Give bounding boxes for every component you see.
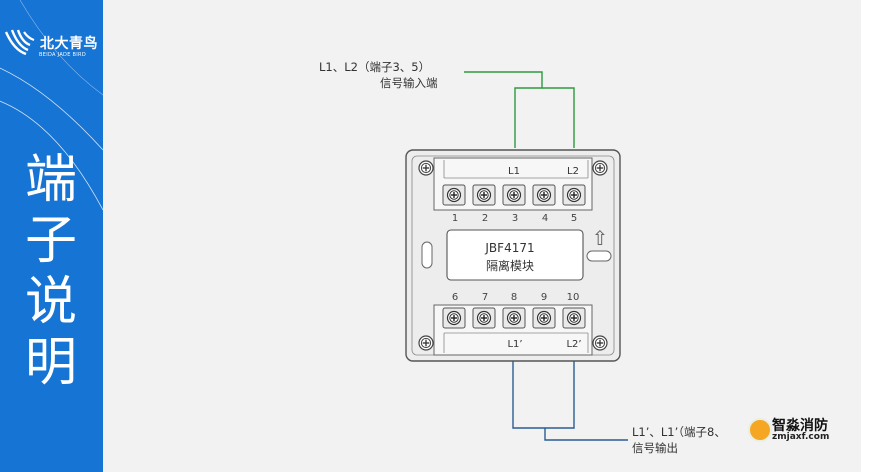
terminal-number: 9 — [541, 292, 547, 303]
sidebar: 北大青鸟 BEIDA JADE BIRD 端 子 说 明 — [0, 0, 103, 472]
watermark-logo-icon — [748, 418, 772, 442]
terminal-number: 3 — [512, 213, 518, 224]
section-title-char: 说 — [24, 272, 77, 332]
terminal-number: 10 — [567, 292, 580, 303]
watermark-url: zmjaxf.com — [772, 432, 830, 442]
terminal-number: 1 — [452, 213, 458, 224]
terminal-screw-icon — [562, 307, 586, 329]
input-wires — [464, 71, 575, 148]
input-callout-line1: L1、L2（端子3、5） — [319, 60, 430, 74]
terminal-screw-icon — [502, 184, 526, 206]
terminal-number: 8 — [511, 292, 517, 303]
output-wires — [512, 361, 628, 441]
sidebar-decor-curves — [0, 0, 103, 211]
terminal-number: 4 — [542, 213, 548, 224]
section-title-char: 子 — [24, 211, 77, 271]
brand-name-cn: 北大青鸟 — [40, 36, 98, 52]
indicator-led — [586, 250, 612, 262]
brand-name-en: BEIDA JADE BIRD — [39, 52, 86, 58]
input-callout-line2: 信号输入端 — [380, 76, 438, 90]
terminal-screw-icon — [472, 307, 496, 329]
terminal-screw-icon — [532, 184, 556, 206]
terminal-screw-icon — [442, 307, 466, 329]
mount-screw-icon — [592, 335, 608, 351]
mount-screw-icon — [418, 335, 434, 351]
module-label-plate — [446, 229, 584, 281]
arrow-up-icon: ⇧ — [592, 226, 609, 250]
terminal-number: 7 — [482, 292, 488, 303]
watermark: 智淼消防 zmjaxf.com — [746, 415, 838, 445]
bottom-bus-label-l2: L2’ — [566, 339, 581, 350]
section-title-char: 明 — [24, 333, 77, 393]
top-bus-label-l2: L2 — [567, 166, 579, 177]
output-callout-line1: L1’、L1’（端子8、 — [632, 425, 726, 439]
terminal-number: 2 — [482, 213, 488, 224]
module-model: JBF4171 — [484, 241, 534, 255]
terminal-screw-icon — [562, 184, 586, 206]
bottom-bus-label-l1: L1’ — [507, 339, 522, 350]
terminal-number: 5 — [571, 213, 577, 224]
watermark-text: 智淼消防 — [772, 418, 828, 434]
mounting-slot — [421, 241, 433, 269]
section-title-char: 端 — [24, 150, 77, 210]
jade-bird-logo-icon — [4, 29, 35, 56]
terminal-screw-icon — [442, 184, 466, 206]
terminal-screw-icon — [472, 184, 496, 206]
mount-screw-icon — [592, 160, 608, 176]
mount-screw-icon — [418, 160, 434, 176]
terminal-screw-icon — [532, 307, 556, 329]
right-margin — [861, 0, 873, 472]
output-callout-line2: 信号输出 — [632, 441, 678, 455]
terminal-screw-icon — [502, 307, 526, 329]
terminal-number: 6 — [452, 292, 458, 303]
top-bus-label-l1: L1 — [508, 166, 520, 177]
module-name: 隔离模块 — [486, 258, 534, 273]
section-title: 端 子 说 明 — [20, 150, 82, 394]
